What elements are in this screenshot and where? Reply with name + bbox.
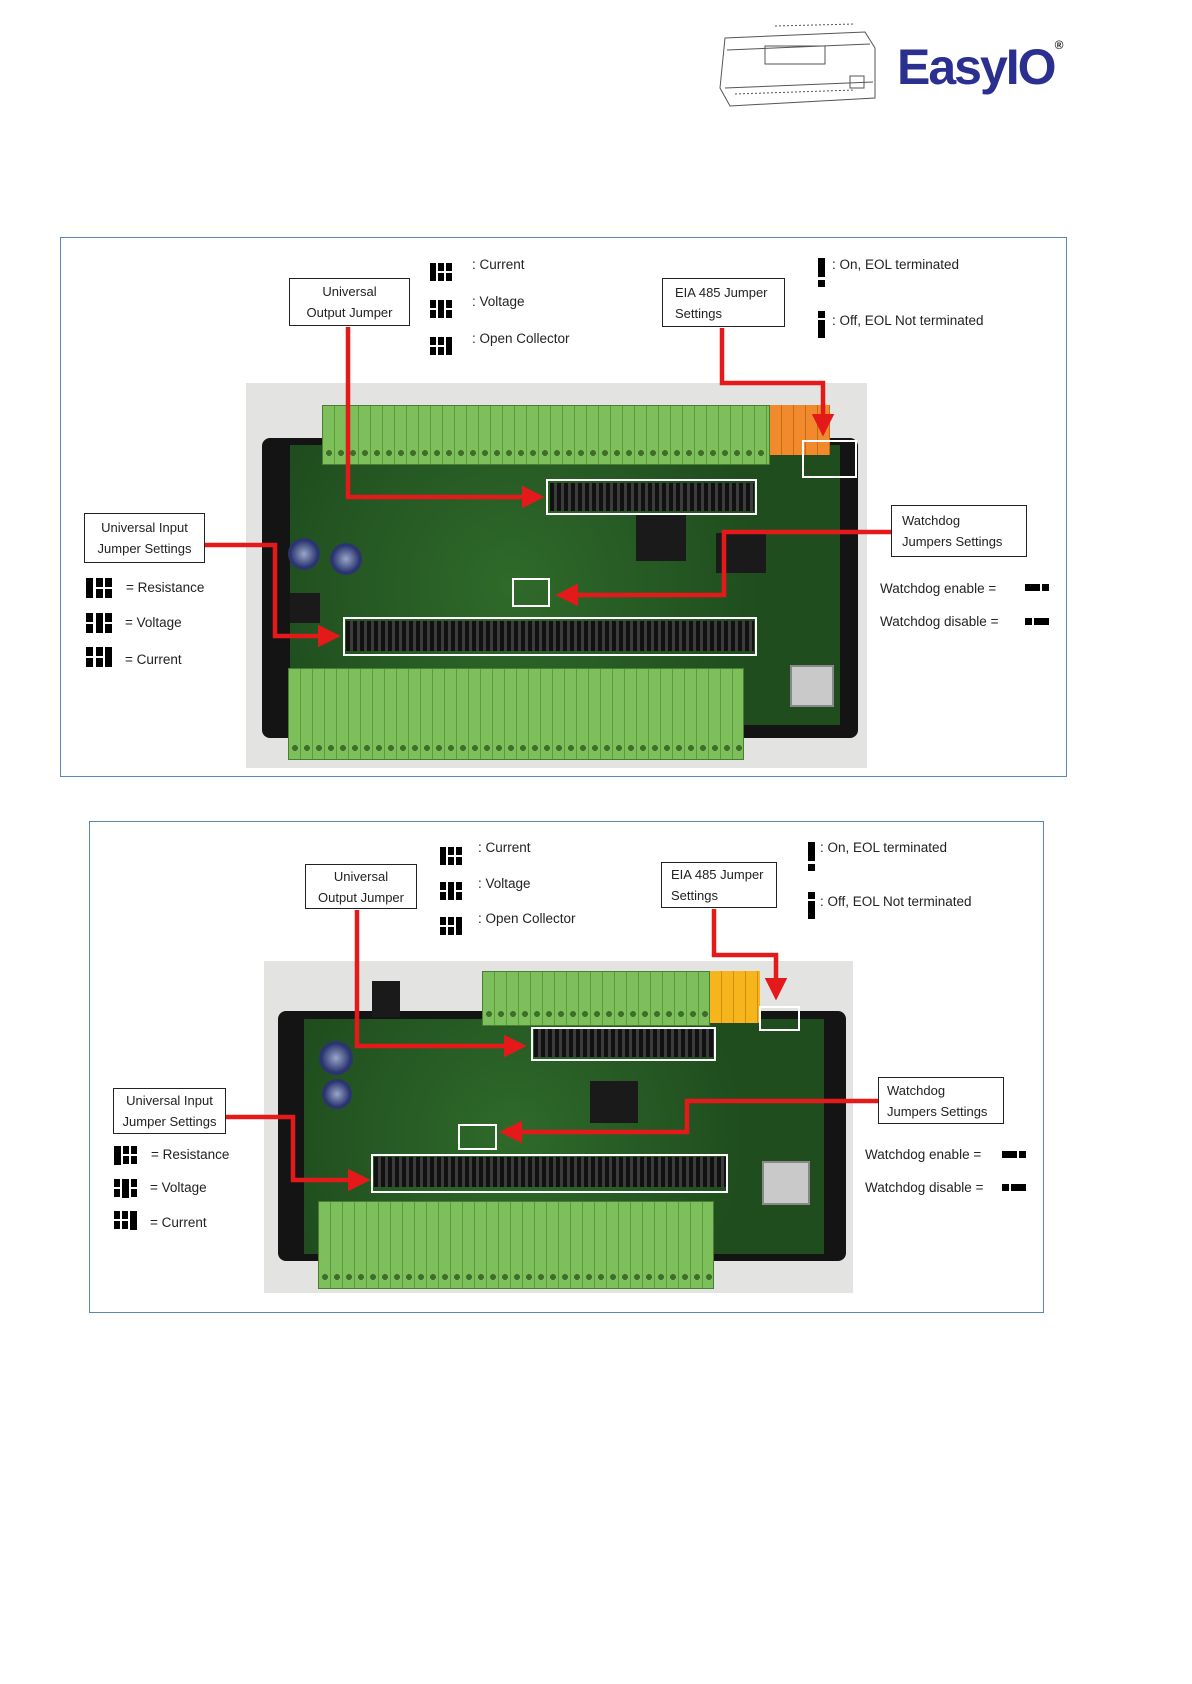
legend-voltage: : Voltage xyxy=(478,876,531,891)
legend-eol-off: : Off, EOL Not terminated xyxy=(820,894,972,909)
legend-input-current: = Current xyxy=(125,652,182,667)
resistance-jumper-icon xyxy=(86,578,112,598)
resistance-jumper-icon xyxy=(114,1146,137,1165)
legend-open-collector: : Open Collector xyxy=(472,331,570,346)
top-terminal-block xyxy=(482,971,710,1026)
voltage-input-jumper-icon xyxy=(86,613,112,633)
legend-eol-on: : On, EOL terminated xyxy=(820,840,948,855)
legend-resistance: = Resistance xyxy=(126,580,205,595)
legend-current: : Current xyxy=(472,257,525,272)
open-collector-jumper-icon xyxy=(440,917,462,935)
current-input-jumper-icon xyxy=(114,1211,137,1230)
top-terminal-block xyxy=(322,405,770,465)
diagram-panel-1 xyxy=(60,237,1067,777)
eol-on-icon xyxy=(818,258,825,287)
voltage-jumper-icon xyxy=(430,300,452,318)
controller-board-photo-2 xyxy=(264,961,853,1293)
watchdog-enable-icon xyxy=(1025,584,1049,591)
controller-drawing xyxy=(715,18,880,110)
legend-eol-off: : Off, EOL Not terminated xyxy=(832,313,984,328)
eia485-callout: EIA 485 Jumper Settings xyxy=(661,862,777,908)
open-collector-jumper-icon xyxy=(430,337,452,355)
output-jumper-callout: Universal Output Jumper xyxy=(289,278,410,326)
output-jumper-highlight xyxy=(546,479,757,515)
capacitor xyxy=(319,1041,353,1075)
watchdog-disable-label: Watchdog disable = xyxy=(865,1180,984,1195)
voltage-input-jumper-icon xyxy=(114,1179,137,1198)
watchdog-disable-label: Watchdog disable = xyxy=(880,614,999,629)
input-jumper-callout: Universal Input Jumper Settings xyxy=(113,1088,226,1134)
capacitor xyxy=(322,1079,352,1109)
processor-chip xyxy=(590,1081,638,1123)
output-jumper-highlight xyxy=(531,1027,716,1061)
output-jumper-header xyxy=(550,483,754,511)
controller-board-photo-1 xyxy=(246,383,867,768)
eol-off-icon xyxy=(818,311,825,338)
brand-text: EasyIO xyxy=(897,39,1057,95)
output-jumper-callout: Universal Output Jumper xyxy=(305,864,417,909)
registered-mark: ® xyxy=(1054,38,1064,52)
eia485-jumper-highlight xyxy=(802,440,857,478)
watchdog-disable-icon xyxy=(1002,1184,1026,1191)
chip xyxy=(716,533,766,573)
watchdog-jumper-highlight xyxy=(512,578,550,607)
eol-on-icon xyxy=(808,842,815,871)
current-jumper-icon xyxy=(440,847,462,865)
power-connector xyxy=(372,981,400,1017)
legend-input-current: = Current xyxy=(150,1215,207,1230)
legend-current: : Current xyxy=(478,840,531,855)
easyio-logo: EasyIO® xyxy=(897,38,1064,96)
legend-resistance: = Resistance xyxy=(151,1147,230,1162)
legend-voltage: : Voltage xyxy=(472,294,525,309)
input-jumper-highlight xyxy=(371,1154,728,1193)
diagram-panel-2 xyxy=(89,821,1044,1313)
legend-input-voltage: = Voltage xyxy=(150,1180,207,1195)
legend-open-collector: : Open Collector xyxy=(478,911,576,926)
input-jumper-highlight xyxy=(343,617,757,656)
capacitor xyxy=(330,543,362,575)
watchdog-callout: Watchdog Jumpers Settings xyxy=(891,505,1027,557)
legend-input-voltage: = Voltage xyxy=(125,615,182,630)
watchdog-disable-icon xyxy=(1025,618,1049,625)
bottom-terminal-block xyxy=(318,1201,714,1289)
input-jumper-callout: Universal Input Jumper Settings xyxy=(84,513,205,563)
output-jumper-header xyxy=(534,1029,714,1057)
eia485-callout: EIA 485 Jumper Settings xyxy=(662,278,785,327)
ethernet-port xyxy=(790,665,834,707)
legend-eol-on: : On, EOL terminated xyxy=(832,257,960,272)
watchdog-enable-label: Watchdog enable = xyxy=(880,581,997,596)
watchdog-jumper-highlight xyxy=(458,1124,497,1150)
input-jumper-header xyxy=(374,1157,726,1187)
eol-off-icon xyxy=(808,892,815,919)
processor-chip xyxy=(636,513,686,561)
watchdog-enable-label: Watchdog enable = xyxy=(865,1147,982,1162)
ethernet-port xyxy=(762,1161,810,1205)
rs485-terminal xyxy=(710,971,760,1023)
watchdog-enable-icon xyxy=(1002,1151,1026,1158)
capacitor xyxy=(288,538,320,570)
current-jumper-icon xyxy=(430,263,452,281)
current-input-jumper-icon xyxy=(86,647,112,667)
voltage-jumper-icon xyxy=(440,882,462,900)
chip xyxy=(290,593,320,623)
eia485-jumper-highlight xyxy=(759,1006,800,1031)
input-jumper-header xyxy=(346,621,754,651)
bottom-terminal-block xyxy=(288,668,744,760)
watchdog-callout: Watchdog Jumpers Settings xyxy=(878,1077,1004,1124)
